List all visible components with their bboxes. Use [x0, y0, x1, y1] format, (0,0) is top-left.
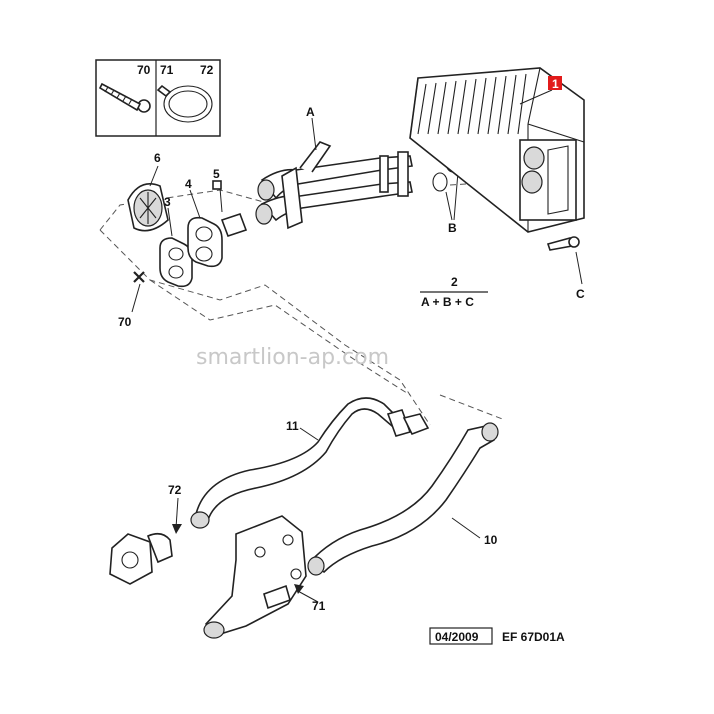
callout-a: A: [306, 105, 315, 119]
callout-5: 5: [213, 167, 220, 181]
hose-10: [307, 422, 499, 576]
callout-72: 72: [168, 483, 182, 497]
fastener-legend-box: 70 71 72: [95, 59, 221, 137]
part-5-clip: [212, 180, 248, 238]
leader-lines: [149, 89, 553, 237]
callout-1-badge: 1: [548, 76, 562, 91]
watermark-text: smartlion-ap.com: [196, 345, 389, 370]
callout-72-legend: 72: [200, 63, 214, 77]
formula-a-b-c: A + B + C: [421, 295, 474, 309]
screw-c-icon: [546, 236, 583, 285]
pipe-assembly-a: [255, 117, 413, 230]
callout-11: 11: [286, 419, 299, 433]
callout-1: 1: [552, 77, 559, 91]
callout-3: 3: [164, 195, 171, 209]
screw-position-marker: [131, 271, 145, 313]
hose-clip-72-icon: [156, 84, 213, 123]
part-3-seal-plate: [159, 237, 193, 288]
part-6-grommet: [127, 183, 169, 232]
part-1-heater-matrix: [409, 67, 585, 233]
outlet-flange-72: [109, 497, 182, 585]
thermostat-housing-71: [203, 515, 319, 639]
callout-4: 4: [185, 177, 192, 191]
screw-70-icon: [98, 82, 151, 113]
part-4-gasket: [187, 216, 223, 268]
callout-71-legend: 71: [160, 63, 174, 77]
hose-11: [190, 397, 430, 529]
callout-c: C: [576, 287, 585, 301]
footer-date: 04/2009: [435, 630, 479, 644]
assembly-formula: 2 A + B + C: [420, 275, 488, 309]
footer-reference: 04/2009 EF 67D01A: [429, 627, 565, 645]
callout-70-legend: 70: [137, 63, 151, 77]
callout-b: B: [448, 221, 457, 235]
callout-71: 71: [312, 599, 326, 613]
callout-70: 70: [118, 315, 132, 329]
callout-2: 2: [451, 275, 458, 289]
callout-6: 6: [154, 151, 161, 165]
callout-10: 10: [484, 533, 498, 547]
footer-ref: EF 67D01A: [502, 630, 565, 644]
